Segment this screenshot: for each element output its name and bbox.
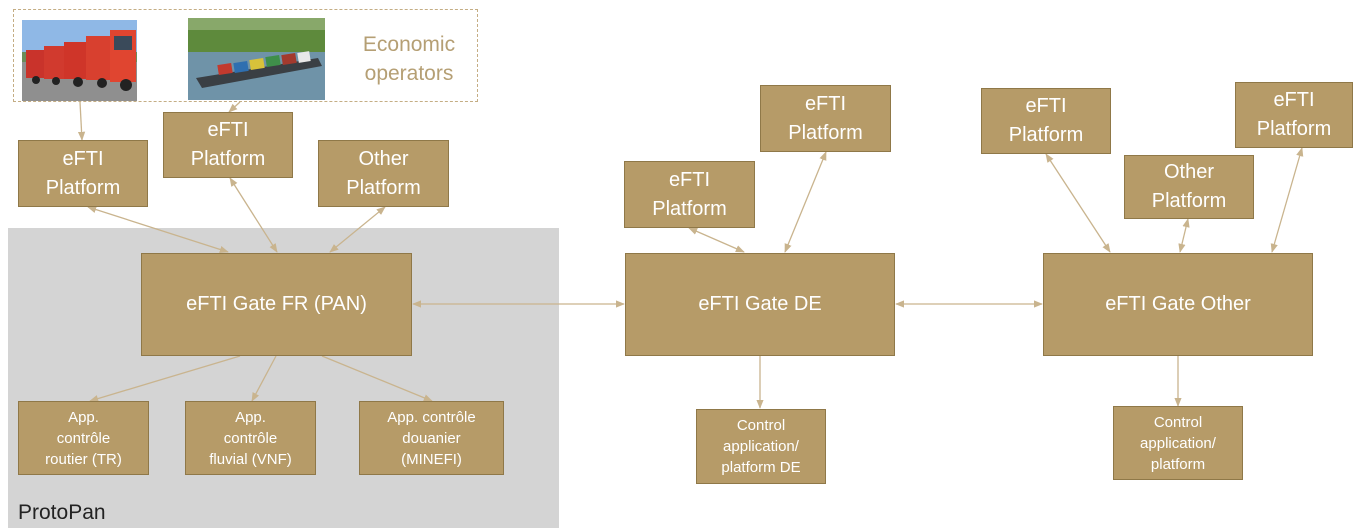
connector-de-platform-a [688,227,745,253]
barge-photo [188,18,325,100]
fr-efti-platform-left: eFTI Platform [18,140,148,207]
other-efti-platform-b: eFTI Platform [1235,82,1353,148]
app-controle-fluvial: App. contrôle fluvial (VNF) [185,401,316,475]
trucks-photo [22,20,137,101]
app-controle-douanier: App. contrôle douanier (MINEFI) [359,401,504,475]
connector-other-platform-a [1045,153,1111,253]
fr-other-platform: Other Platform [318,140,449,207]
app-controle-routier: App. contrôle routier (TR) [18,401,149,475]
other-other-platform: Other Platform [1124,155,1254,219]
connector-trucks-platform [77,101,86,141]
efti-gate-other: eFTI Gate Other [1043,253,1313,356]
de-control-application: Control application/ platform DE [696,409,826,484]
de-efti-platform-a: eFTI Platform [624,161,755,228]
connector-barge-platform [228,101,241,113]
connector-de-platform-b [784,151,827,253]
other-efti-platform-a: eFTI Platform [981,88,1111,154]
efti-gate-de: eFTI Gate DE [625,253,895,356]
economic-operators-group [13,9,478,102]
economic-operators-label: Economic operators [362,33,456,85]
connector-other-platform-b [1270,147,1304,253]
protopan-label: ProtoPan [18,501,106,524]
connector-other-platform-other [1178,218,1190,253]
efti-gate-fr: eFTI Gate FR (PAN) [141,253,412,356]
fr-efti-platform-mid: eFTI Platform [163,112,293,178]
de-efti-platform-b: eFTI Platform [760,85,891,152]
other-control-application: Control application/ platform [1113,406,1243,480]
